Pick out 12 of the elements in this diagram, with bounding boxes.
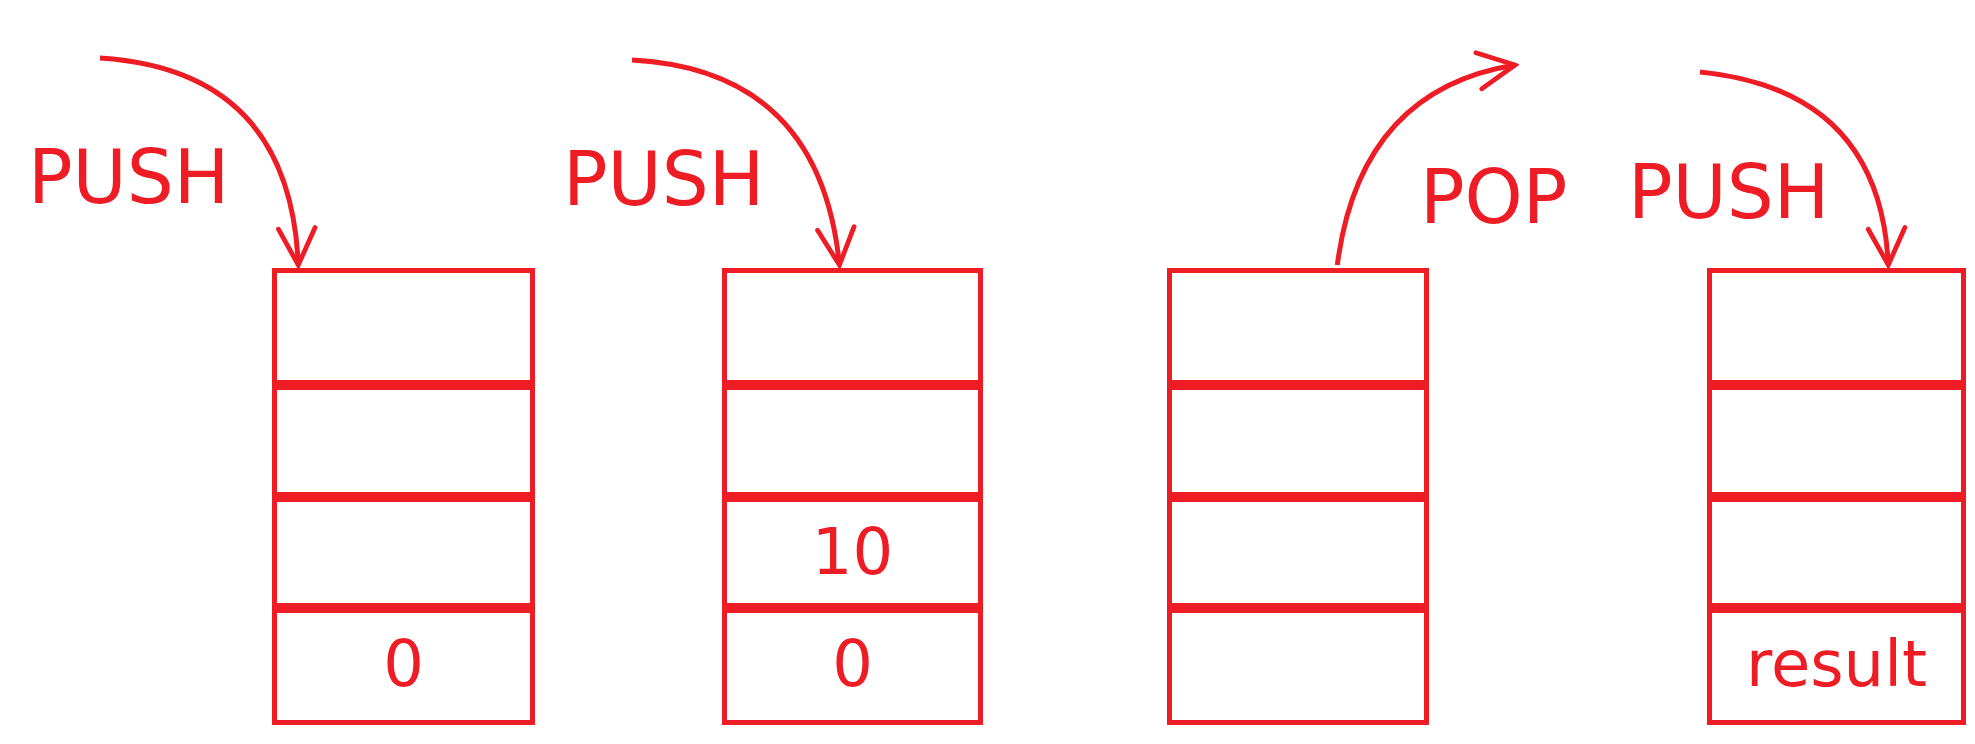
- curved-arrow: [631, 57, 855, 268]
- stack-box: [722, 268, 983, 725]
- slot-value: 0: [832, 632, 873, 697]
- stack-box: [272, 268, 535, 725]
- curved-arrow: [99, 55, 316, 268]
- curved-arrow: [1699, 69, 1906, 268]
- slot-value: result: [1745, 632, 1928, 697]
- stack-box: [1707, 268, 1966, 725]
- slot-value: 10: [811, 520, 894, 585]
- slot-value: 0: [383, 632, 424, 697]
- curved-arrow: [1334, 52, 1518, 266]
- stack-box: [1167, 268, 1429, 725]
